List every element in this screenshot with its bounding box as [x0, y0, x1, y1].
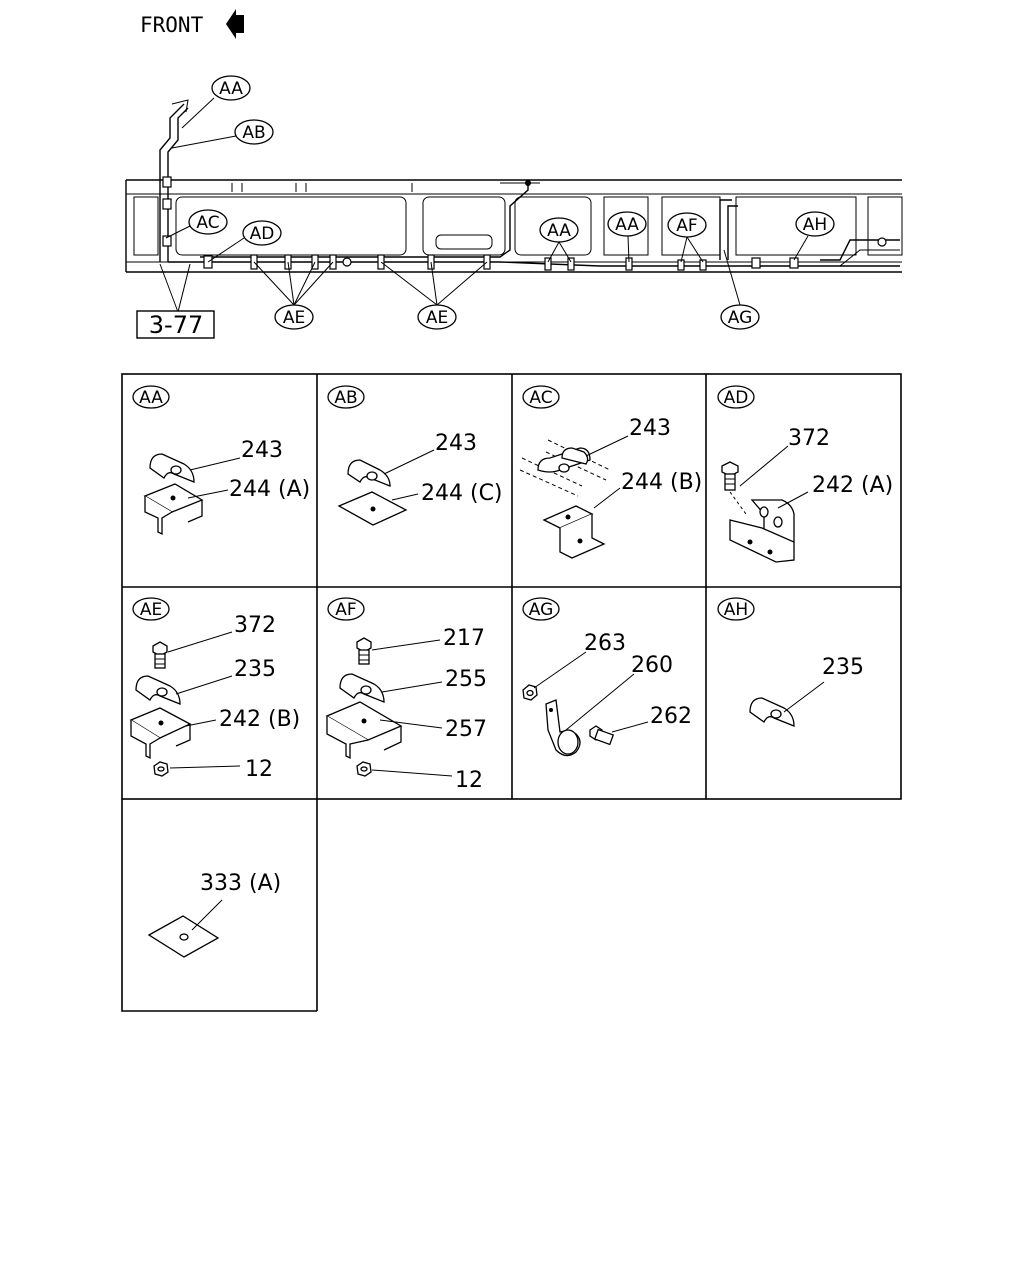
arrow-left-icon: [226, 9, 244, 39]
bracket-part: [542, 505, 606, 559]
pipe-part: [519, 439, 611, 497]
cell-aa-code: AA: [139, 388, 163, 408]
cell-ag-code: AG: [529, 600, 554, 620]
nut-part: [153, 761, 169, 777]
cell-ad-code: AD: [724, 388, 749, 408]
detail-cell-ag: AG 263 260 262: [522, 597, 692, 757]
callout-aa-mid2-label: AA: [615, 215, 639, 235]
clip-part: [347, 459, 391, 487]
cell-ag-part-2: 260: [631, 653, 673, 678]
nut-part: [522, 684, 538, 701]
detail-cell-ah: AH 235: [717, 597, 864, 727]
detail-grid: [121, 373, 902, 1012]
front-indicator: FRONT: [140, 9, 244, 39]
cell-af-part-4: 12: [455, 768, 483, 793]
cell-ae-code: AE: [140, 600, 162, 620]
detail-cell-ae: AE 372 235 242 (B) 12: [129, 597, 300, 782]
cell-ah-part-1: 235: [822, 655, 864, 680]
bolt-part: [589, 725, 615, 746]
cell-ab-part-1: 243: [435, 431, 477, 456]
callout-ab-label: AB: [242, 123, 265, 143]
clip-part: [749, 697, 795, 727]
detail-cell-ad: AD 372 242 (A): [717, 385, 893, 563]
reference-box: [136, 310, 215, 339]
callout-ae-right-label: AE: [426, 308, 448, 328]
cell-aa-part-2: 244 (A): [229, 477, 310, 502]
reference-box-label: 3-77: [149, 311, 203, 339]
callout-ad-label: AD: [250, 224, 275, 244]
cell-ag-part-3: 262: [650, 704, 692, 729]
cell-ad-part-2: 242 (A): [812, 473, 893, 498]
cell-ab-code: AB: [334, 388, 357, 408]
cell-aa-part-1: 243: [241, 438, 283, 463]
bracket-part: [729, 499, 795, 563]
front-label: FRONT: [140, 13, 204, 37]
clip-part: [339, 673, 385, 703]
cell-ac-part-2: 244 (B): [621, 470, 702, 495]
clip-part: [537, 447, 591, 473]
cell-ah-code: AH: [724, 600, 748, 620]
callout-ac-label: AC: [196, 213, 219, 233]
callout-af: [667, 212, 707, 238]
detail-cell-333a: 333 (A): [147, 871, 281, 958]
cell-ae-part-3: 242 (B): [219, 707, 300, 732]
bolt-part: [721, 461, 747, 515]
cell-ag-part-1: 263: [584, 631, 626, 656]
bracket-part: [325, 701, 403, 760]
callout-ab: [234, 119, 274, 145]
callout-aa-mid1: [539, 217, 579, 243]
nut-part: [356, 761, 372, 777]
cell-ac-code: AC: [529, 388, 552, 408]
callout-ae-right: [417, 304, 457, 330]
clip-part: [135, 675, 181, 705]
callout-af-label: AF: [676, 216, 697, 236]
callout-aa-top-label: AA: [219, 79, 243, 99]
pipe-clamp-part: [545, 699, 581, 757]
detail-cell-af: AF 217 255 257 12: [325, 597, 487, 793]
callout-ah: [795, 211, 835, 237]
cell-af-part-1: 217: [443, 626, 485, 651]
cell-af-part-3: 257: [445, 717, 487, 742]
bolt-part: [152, 641, 168, 669]
detail-cell-aa: AA 243 244 (A): [132, 385, 310, 536]
callouts: AA AB AC AD 3-77 AE AE AA: [136, 75, 835, 339]
cell-ae-part-1: 372: [234, 613, 276, 638]
callout-ac: [188, 209, 228, 235]
callout-ad: [242, 220, 282, 246]
cell-ad-part-1: 372: [788, 426, 830, 451]
cell-ae-part-4: 12: [245, 757, 273, 782]
clip-part: [149, 453, 195, 483]
cell-ae-part-2: 235: [234, 657, 276, 682]
callout-aa-top: [211, 75, 251, 101]
bracket-part: [143, 483, 204, 536]
cell-af-part-2: 255: [445, 667, 487, 692]
detail-cell-ac: AC 243 244 (B): [519, 385, 702, 559]
bolt-part: [356, 637, 372, 665]
callout-ae-left-label: AE: [283, 308, 305, 328]
callout-ag-label: AG: [728, 308, 753, 328]
cell-333a-part-1: 333 (A): [200, 871, 281, 896]
callout-aa-mid2: [607, 211, 647, 237]
detail-cell-ab: AB 243 244 (C): [327, 385, 503, 526]
cell-af-code: AF: [335, 600, 356, 620]
callout-ah-label: AH: [803, 215, 827, 235]
callout-ag: [720, 304, 760, 330]
callout-ae-left: [274, 304, 314, 330]
bracket-part: [129, 707, 192, 760]
cell-ac-part-1: 243: [629, 416, 671, 441]
callout-aa-mid1-label: AA: [547, 221, 571, 241]
cell-ab-part-2: 244 (C): [421, 481, 503, 506]
